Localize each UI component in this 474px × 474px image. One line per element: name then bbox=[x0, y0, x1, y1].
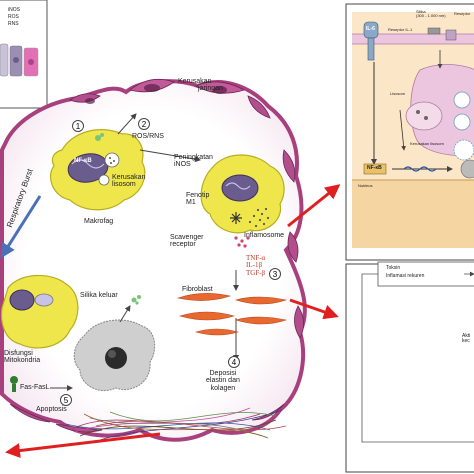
lysosome-label: Lisosom bbox=[390, 91, 405, 96]
silica-out-label: Silika keluar bbox=[80, 292, 118, 299]
tissue-damage-line-2: jaringan bbox=[198, 85, 223, 93]
tissue-damage-line-1: Kerusakan bbox=[178, 78, 212, 85]
legend-box bbox=[0, 0, 48, 109]
m1-phenotype-line-1: Fenotip bbox=[186, 192, 210, 199]
mito-dysfunction-line-2: Mitokondria bbox=[4, 357, 41, 365]
cytokine-tnf: TNF-α bbox=[246, 254, 266, 262]
collagen-fibers bbox=[65, 407, 287, 441]
step-4-badge: 4 bbox=[228, 356, 240, 368]
lysosome-damage-line-2: lisosom bbox=[112, 181, 136, 189]
step-2-badge: 2 bbox=[138, 118, 150, 130]
legend-box-label-2: ROS bbox=[8, 14, 19, 20]
legend-box-label-1: iNOS bbox=[8, 7, 20, 13]
step-5-badge: 5 bbox=[60, 394, 72, 406]
inos-increase-line-1: Peningkatan bbox=[174, 154, 213, 161]
tissue-damage-label: Kerusakan jaringan bbox=[178, 78, 223, 93]
effects-side-line-1: Akti bbox=[462, 333, 471, 339]
deposition-line-2: elastin dan bbox=[206, 377, 240, 385]
inos-increase-label: Peningkatan iNOS bbox=[174, 154, 213, 169]
step-3-badge: 3 bbox=[269, 268, 281, 280]
receptor-il1-label: Reseptor IL-1 bbox=[388, 27, 413, 32]
receptor-short-label: Reseptor bbox=[454, 11, 471, 16]
silica-size-line-1: Silika bbox=[416, 9, 426, 14]
silica-size-label: Silika (300 - 1.000 nm) bbox=[416, 9, 446, 19]
fas-label: Fas-FasL bbox=[20, 384, 50, 391]
pathway-lysosome-damage-label: Kerusakan lisosom bbox=[410, 141, 444, 146]
deposition-line-1: Deposisi bbox=[209, 370, 237, 377]
cytokine-labels: TNF-α IL-1β TGF-β bbox=[246, 254, 266, 277]
effects-side-label: Akti kec bbox=[462, 333, 471, 345]
silica-particles bbox=[131, 295, 141, 305]
m1-macrophage-cell bbox=[200, 154, 285, 234]
fibroblast-label: Fibroblast bbox=[182, 286, 213, 293]
lysosome-damage-line-1: Kerusakan bbox=[112, 174, 146, 181]
nucleus-label: Nukleus bbox=[358, 183, 373, 188]
apoptosis-label: Apoptosis bbox=[36, 406, 67, 413]
scavenger-receptor-label: Scavenger receptor bbox=[170, 234, 203, 249]
scavenger-receptor-line-1: Scavenger bbox=[170, 234, 204, 241]
inflammasome-label: Inflamosome bbox=[244, 232, 285, 239]
scavenger-receptor-line-2: receptor bbox=[170, 241, 196, 249]
ros-rns-label: ROS/RNS bbox=[132, 133, 164, 140]
inos-increase-line-2: iNOS bbox=[174, 161, 191, 169]
m1-phenotype-line-2: M1 bbox=[186, 199, 196, 207]
mito-dysfunction-label: Disfungsi Mitokondria bbox=[4, 350, 40, 365]
silica-size-line-2: (300 - 1.000 nm) bbox=[416, 13, 446, 19]
fibroblasts bbox=[176, 293, 288, 336]
effects-box bbox=[345, 261, 474, 473]
step-1-badge: 1 bbox=[72, 120, 84, 132]
il6-label: IL-6 bbox=[366, 26, 375, 32]
nfkb-label: NF-κB bbox=[74, 158, 92, 164]
macrophage-cell bbox=[49, 129, 146, 211]
m1-phenotype-label: Fenotip M1 bbox=[186, 192, 209, 207]
effects-item-toxin: Toksin bbox=[386, 265, 401, 271]
cytokine-il1: IL-1β bbox=[246, 261, 262, 270]
mito-dysfunction-cell bbox=[0, 274, 79, 349]
macrophage-label: Makrofag bbox=[84, 218, 114, 225]
legend-box-label-3: RNS bbox=[8, 21, 19, 27]
cytokine-particles bbox=[234, 236, 250, 248]
effects-item-inflammation: Inflamasi rekuren bbox=[386, 273, 425, 279]
deposition-line-3: kolagen bbox=[210, 384, 236, 392]
pathway-nfkb-label: NF-κB bbox=[367, 165, 382, 171]
deposition-label: Deposisi elastin dan kolagen bbox=[206, 370, 240, 392]
fas-receptor bbox=[10, 376, 18, 392]
lysosome-damage-label: Kerusakan lisosom bbox=[112, 174, 145, 189]
pathway-box bbox=[345, 3, 474, 261]
apoptotic-cell bbox=[73, 319, 156, 392]
cytokine-tgf: TGF-β bbox=[246, 268, 266, 277]
mito-dysfunction-line-1: Disfungsi bbox=[4, 350, 33, 357]
effects-side-line-2: kec bbox=[462, 338, 470, 345]
